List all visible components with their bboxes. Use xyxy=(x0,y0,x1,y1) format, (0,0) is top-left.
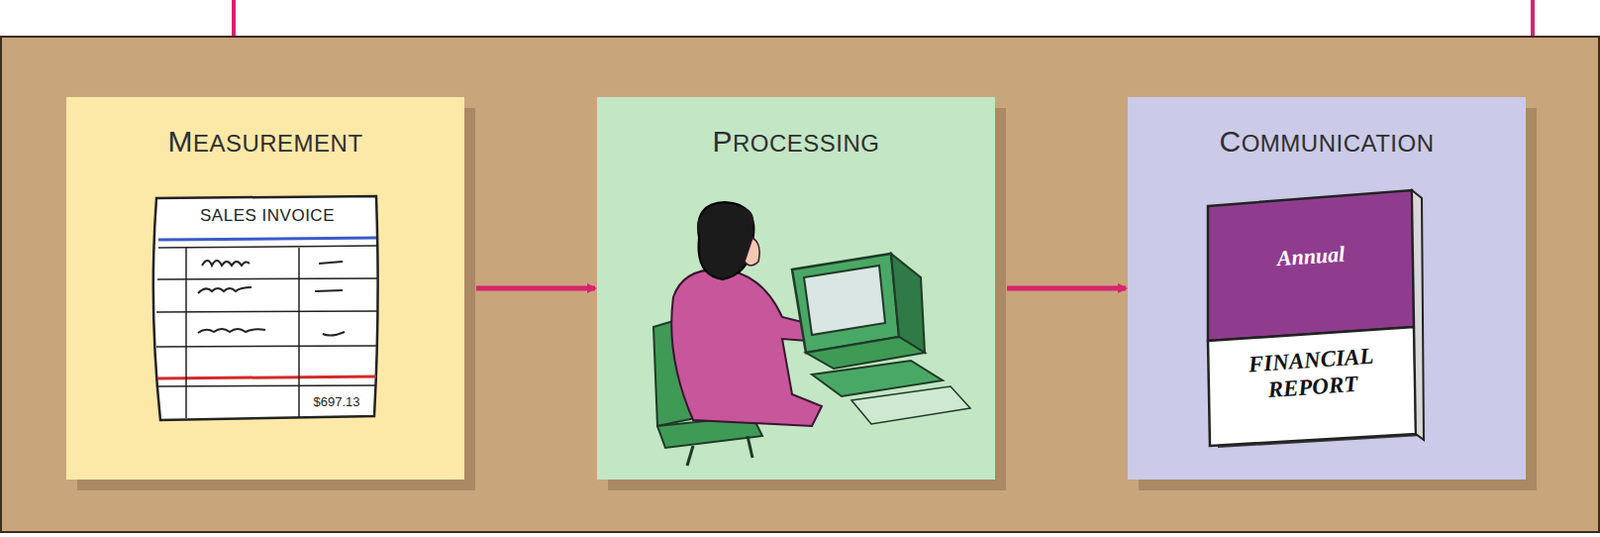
stage-box: PROCESSING xyxy=(597,97,996,480)
stage-heading: COMMUNICATION xyxy=(1127,124,1526,159)
stage-heading: PROCESSING xyxy=(597,124,996,159)
stage-heading: MEASUREMENT xyxy=(66,124,465,159)
flow-arrow xyxy=(476,286,596,292)
illustration-text: SALES INVOICE xyxy=(178,205,357,226)
stage-box: COMMUNICATION xyxy=(1127,97,1526,480)
flow-arrow xyxy=(1006,286,1126,292)
illustration-text: $697.13 xyxy=(297,394,377,409)
stage-box: MEASUREMENT xyxy=(66,97,465,480)
illustration-text: FINANCIAL REPORT xyxy=(1235,341,1388,405)
